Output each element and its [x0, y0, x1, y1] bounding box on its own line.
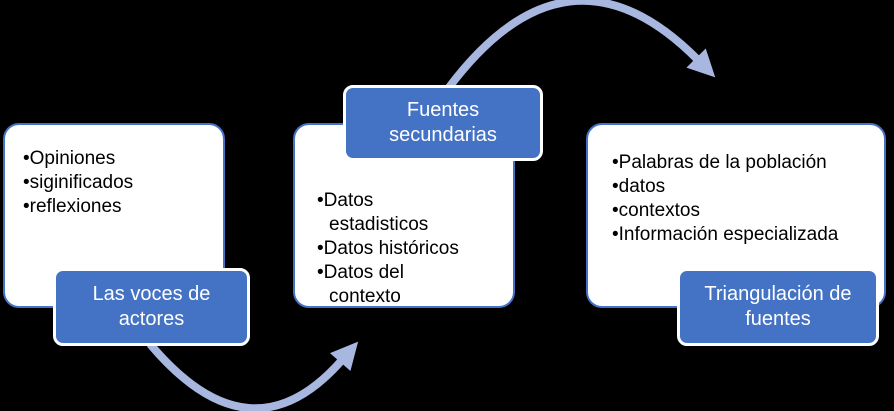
bullet-item: Datos históricos: [317, 237, 509, 261]
label-fuentes-secundarias: Fuentes secundarias: [343, 85, 543, 161]
bullet-item: Datos del contexto: [317, 261, 509, 309]
bullet-list-las-voces: Opiniones siginificados reflexiones: [5, 125, 223, 219]
bullet-item: reflexiones: [23, 195, 219, 219]
label-las-voces-de-actores: Las voces de actores: [53, 268, 250, 346]
bullet-item: Información especializada: [612, 223, 880, 247]
curved-arrow-fuentes-to-triangulacion-icon: [443, 0, 716, 93]
bullet-item: contextos: [612, 199, 880, 223]
bullet-list-triangulacion: Palabras de la población datos contextos…: [588, 125, 884, 247]
bullet-item: Palabras de la población: [612, 151, 880, 175]
label-triangulacion-de-fuentes: Triangulación de fuentes: [677, 268, 879, 346]
curved-arrow-voces-to-fuentes-icon: [146, 341, 359, 411]
bullet-item: Opiniones: [23, 147, 219, 171]
bullet-item: siginificados: [23, 171, 219, 195]
bullet-list-fuentes-secundarias: Datos estadisticos Datos históricos Dato…: [295, 125, 513, 309]
bullet-item: datos: [612, 175, 880, 199]
bullet-item: Datos estadisticos: [317, 189, 509, 237]
